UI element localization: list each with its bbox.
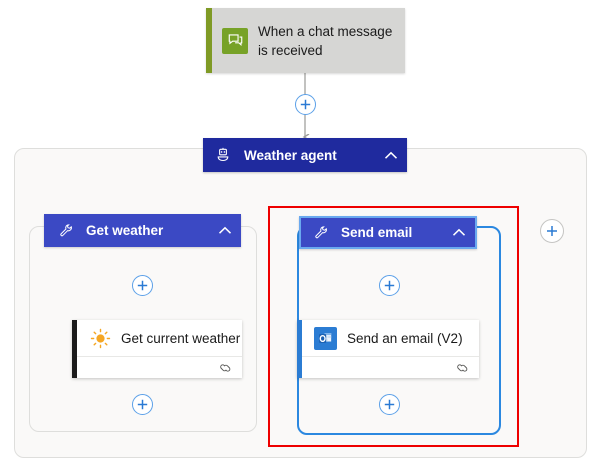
wrench-icon: [55, 220, 77, 242]
action-card-get-current-weather[interactable]: Get current weather: [72, 320, 242, 378]
card-main-row: Get current weather: [72, 320, 242, 358]
plus-icon: [137, 280, 148, 291]
action-label: Get current weather: [121, 330, 241, 346]
branch-header-send-email[interactable]: Send email: [299, 216, 477, 249]
chevron-up-icon[interactable]: [218, 226, 232, 235]
link-icon[interactable]: [456, 362, 470, 374]
robot-icon: [211, 143, 235, 167]
add-step-button-send-email-below[interactable]: [379, 394, 400, 415]
branch-label: Send email: [341, 225, 413, 240]
plus-icon: [384, 280, 395, 291]
card-main-row: Send an email (V2): [297, 320, 479, 358]
trigger-card[interactable]: When a chat message is received: [206, 8, 405, 73]
action-card-send-an-email[interactable]: Send an email (V2): [297, 320, 479, 378]
chevron-up-icon[interactable]: [384, 151, 398, 160]
branch-label: Get weather: [86, 223, 164, 238]
agent-label: Weather agent: [244, 147, 337, 163]
add-branch-button[interactable]: [540, 219, 564, 243]
add-step-button-send-email-above[interactable]: [379, 275, 400, 296]
plus-icon: [547, 226, 557, 236]
plus-icon: [137, 399, 148, 410]
agent-body-frame: [14, 148, 587, 458]
trigger-label: When a chat message is received: [258, 23, 393, 58]
plus-icon: [384, 399, 395, 410]
card-footer-row: [297, 357, 479, 378]
branch-header-get-weather[interactable]: Get weather: [44, 214, 241, 247]
add-step-button-get-weather-above[interactable]: [132, 275, 153, 296]
plus-icon: [300, 99, 311, 110]
add-step-button-trigger-to-agent[interactable]: [295, 94, 316, 115]
add-step-button-get-weather-below[interactable]: [132, 394, 153, 415]
link-icon[interactable]: [219, 362, 233, 374]
wrench-icon: [310, 222, 332, 244]
chevron-up-icon[interactable]: [452, 228, 466, 237]
card-accent-bar: [72, 320, 77, 378]
card-footer-row: [72, 357, 242, 378]
annotation-rectangle: [268, 206, 519, 447]
sun-icon: [89, 327, 111, 349]
agent-node-weather-agent[interactable]: Weather agent: [203, 138, 407, 172]
card-accent-bar: [297, 320, 302, 378]
outlook-icon: [314, 326, 337, 350]
chat-bubble-icon: [222, 27, 248, 54]
action-label: Send an email (V2): [347, 330, 463, 346]
